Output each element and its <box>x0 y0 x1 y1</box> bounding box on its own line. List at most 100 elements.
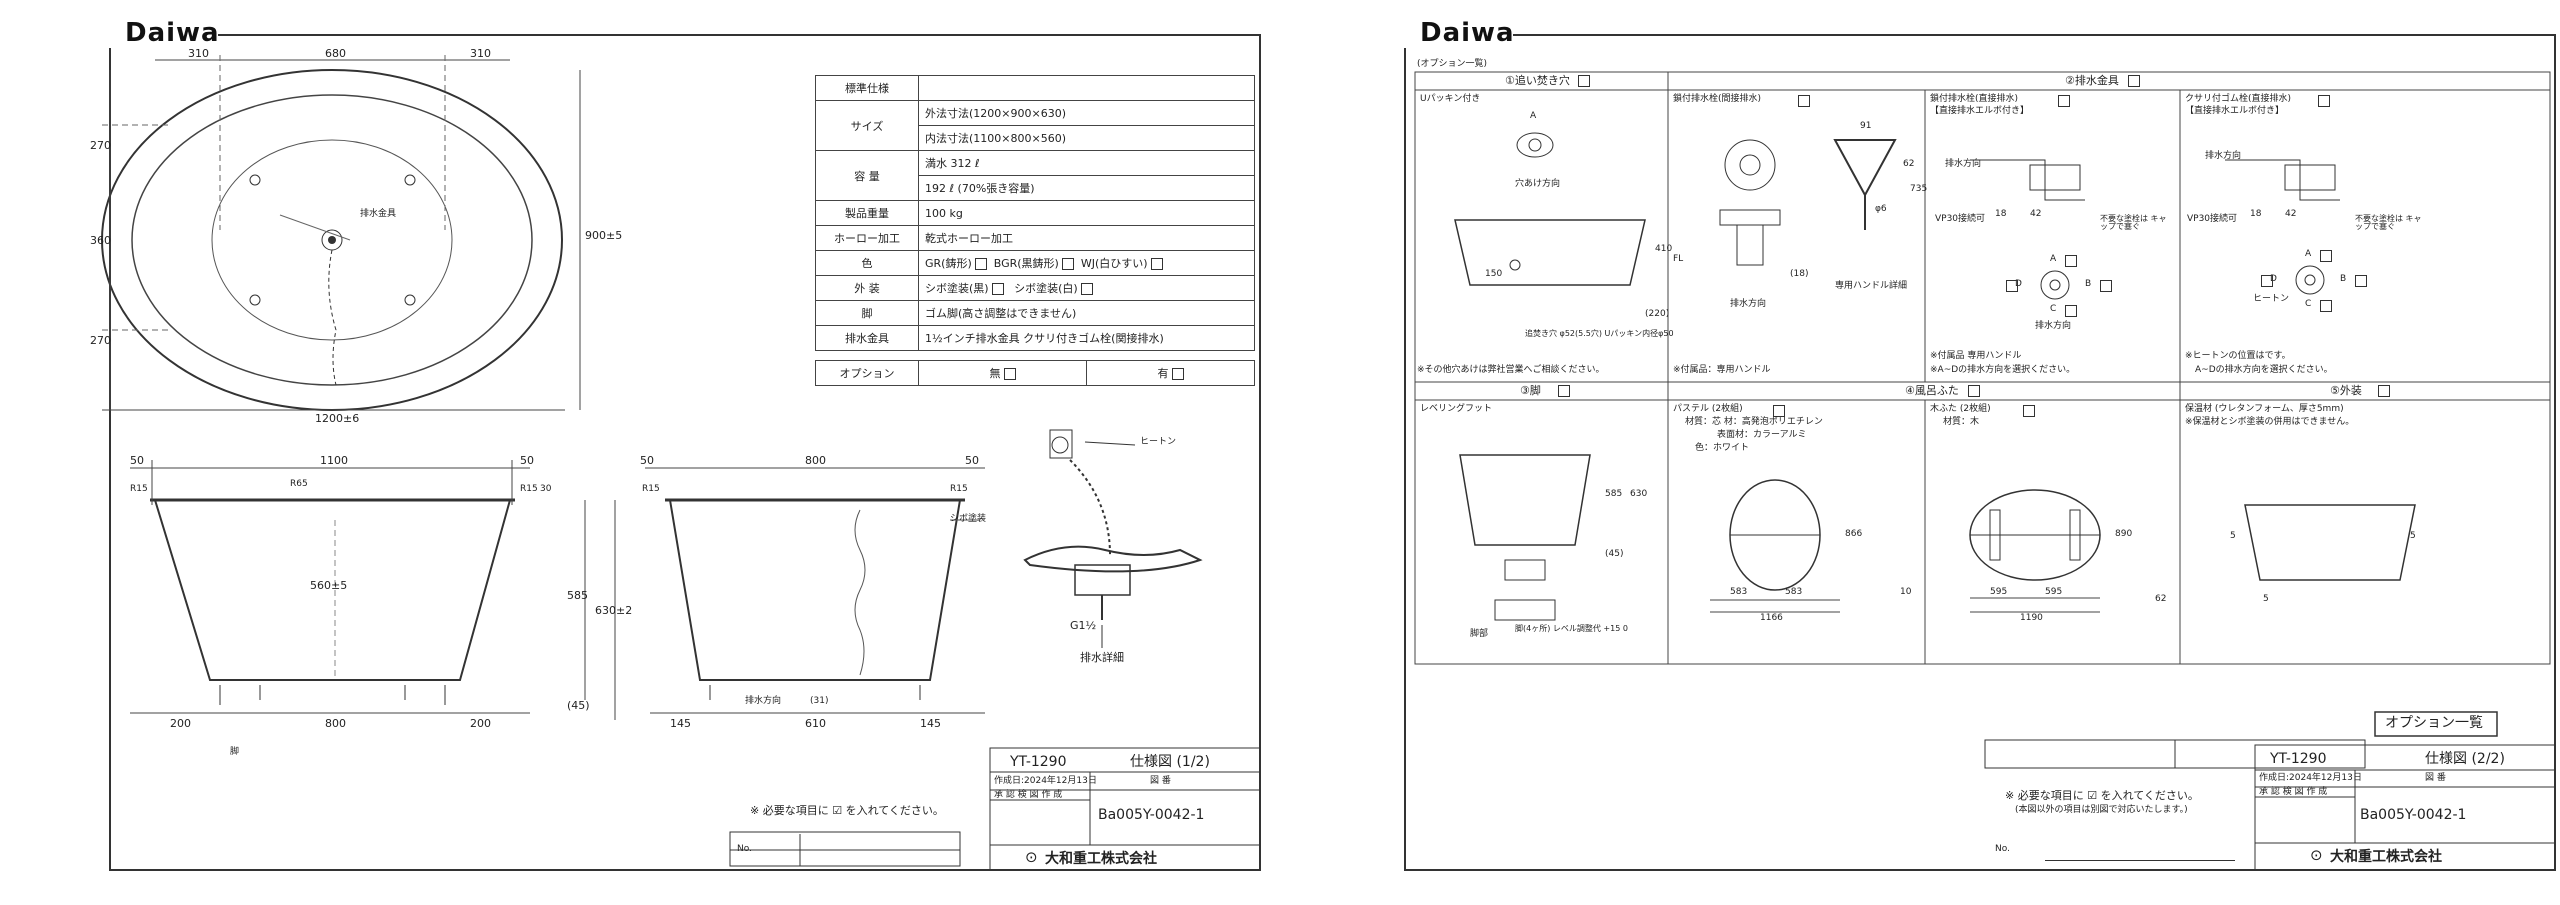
pastel-dim-866: 866 <box>1845 529 1863 539</box>
c2c-sub: 【直接排水エルボ付き】 <box>2185 106 2285 116</box>
insulation-note: ※保温材とシボ塗装の併用はできません。 <box>2185 417 2355 427</box>
approval-header-2: 承 認 検 図 作 成 <box>2259 787 2328 797</box>
dim-right: 900±5 <box>585 229 623 242</box>
spec-header: 標準仕様 <box>815 75 919 101</box>
dim-bottom: 1200±6 <box>315 412 360 425</box>
dim-top-right: 310 <box>470 47 491 60</box>
option-yes-checkbox[interactable] <box>1171 368 1184 380</box>
c2a-handle-label: 専用ハンドル詳細 <box>1835 281 1908 291</box>
enamel-value: 乾式ホーロー加工 <box>918 225 1255 251</box>
option-yes: 有 <box>1157 367 1169 380</box>
pastel-dim-583b: 583 <box>1785 587 1803 597</box>
leg-checkbox[interactable] <box>1558 385 1570 397</box>
inner-size: 内法寸法(1100×800×560) <box>918 125 1255 151</box>
g1-label: G1½ <box>1070 619 1097 632</box>
model-number: YT-1290 <box>1010 754 1067 770</box>
c2a-checkbox[interactable] <box>1798 95 1810 107</box>
no-input[interactable] <box>802 834 958 864</box>
color-gr-checkbox[interactable] <box>974 258 987 270</box>
c2c-b-checkbox[interactable] <box>2355 275 2367 287</box>
leg-dim-45: (45) <box>1605 549 1624 559</box>
creation-date: 作成日:2024年12月13日 <box>994 776 1097 786</box>
check-note-2: ※ 必要な項目に ☑ を入れてください。 <box>2005 789 2199 802</box>
c2c-checkbox[interactable] <box>2318 95 2330 107</box>
sec1-dim-585: 585 <box>567 589 588 602</box>
reheat-hole-checkbox[interactable] <box>1578 75 1590 87</box>
dim-left-1: 270 <box>90 139 111 152</box>
exterior-black-checkbox[interactable] <box>991 283 1004 295</box>
color-bgr-checkbox[interactable] <box>1061 258 1074 270</box>
option-list-title: (オプション一覧) <box>1417 59 1488 69</box>
sec1-dim-630: 630±2 <box>595 604 633 617</box>
drawing-number: Ba005Y-0042-1 <box>1098 807 1205 823</box>
sec2-r15a: R15 <box>642 484 660 494</box>
wood-dim-890: 890 <box>2115 529 2133 539</box>
company-seal-icon: ⊙ <box>1025 848 1038 866</box>
spec-table: 標準仕様 サイズ外法寸法(1200×900×630) 内法寸法(1100×800… <box>815 75 1255 351</box>
color-wj-checkbox[interactable] <box>1150 258 1163 270</box>
weight-value: 100 kg <box>918 200 1255 226</box>
sec1-bot-800: 800 <box>325 717 346 730</box>
u-packing-label: Uパッキン付き <box>1420 94 1481 104</box>
c2b-d-checkbox[interactable] <box>2006 280 2018 292</box>
drain-direction: 排水方向 <box>745 696 782 706</box>
leg-value: ゴム脚(高さ調整はできません) <box>918 300 1255 326</box>
header-leg: ③脚 <box>1520 384 1541 397</box>
capacity-label: 容 量 <box>815 150 919 201</box>
c2b-a-checkbox[interactable] <box>2065 255 2077 267</box>
daiwa-logo-2: Daiwa <box>1420 18 1515 48</box>
drain-fitting-checkbox[interactable] <box>2128 75 2140 87</box>
drain-label: 排水金具 <box>360 209 397 219</box>
company-name-2: 大和重工株式会社 <box>2330 849 2442 865</box>
pastel-checkbox[interactable] <box>1773 405 1785 417</box>
figure-no-label: 図 番 <box>1150 776 1171 786</box>
approval-header: 承 認 検 図 作 成 <box>994 790 1063 800</box>
sec1-r15b: R15 <box>520 484 538 494</box>
dim-left-3: 270 <box>90 334 111 347</box>
wood-dim-595b: 595 <box>2045 587 2063 597</box>
leg-dim-585: 585 <box>1605 489 1623 499</box>
insul-dim-5c: 5 <box>2263 594 2269 604</box>
header-reheat-hole: ①追い焚き穴 <box>1505 74 1570 87</box>
exterior-checkbox[interactable] <box>2378 385 2390 397</box>
c2b-c-checkbox[interactable] <box>2065 305 2077 317</box>
size-label: サイズ <box>815 100 919 151</box>
c2b-note1: ※付属品 専用ハンドル <box>1930 351 2022 361</box>
sec1-dim-50a: 50 <box>130 454 144 467</box>
no-label-2: No. <box>1995 844 2010 854</box>
pastel-material: 材質：芯 材：高発泡ポリエチレン <box>1685 417 1823 427</box>
c2c-d: D <box>2270 274 2277 284</box>
option-none: 無 <box>989 367 1001 380</box>
wood-dim-1190: 1190 <box>2020 613 2043 623</box>
check-note: ※ 必要な項目に ☑ を入れてください。 <box>750 804 944 817</box>
bath-cover-checkbox[interactable] <box>1968 385 1980 397</box>
dim-top-mid: 680 <box>325 47 346 60</box>
pastel-color: 色：ホワイト <box>1695 443 1750 453</box>
c2b-dim-18: 18 <box>1995 209 2007 219</box>
capacity-full: 満水 312 ℓ <box>918 150 1255 176</box>
sec2-r15b: R15 <box>950 484 968 494</box>
exterior-white-checkbox[interactable] <box>1080 283 1093 295</box>
header-bath-cover: ④風呂ふた <box>1905 384 1959 397</box>
c1-hole-note: 追焚き穴 φ52(5.5穴) Uパッキン内径φ50 <box>1525 329 1674 338</box>
capacity-70: 192 ℓ (70%張き容量) <box>918 175 1255 201</box>
no-input-2[interactable] <box>2045 830 2235 861</box>
figure-no-label-2: 図 番 <box>2425 773 2446 783</box>
drawing-sheet-1: Daiwa 310 680 310 270 360 270 900±5 1200… <box>70 0 1265 905</box>
c2b-checkbox[interactable] <box>2058 95 2070 107</box>
option-none-checkbox[interactable] <box>1003 368 1016 380</box>
wood-checkbox[interactable] <box>2023 405 2035 417</box>
drain-detail-label: 排水詳細 <box>1080 651 1124 664</box>
c2c-c-checkbox[interactable] <box>2320 300 2332 312</box>
c2c-dim-42: 42 <box>2285 209 2297 219</box>
c2c-vp: VP30接続可 <box>2187 214 2238 224</box>
c2c-a-checkbox[interactable] <box>2320 250 2332 262</box>
c2c-c: C <box>2305 299 2312 309</box>
c2b-b-checkbox[interactable] <box>2100 280 2112 292</box>
c2c-d-checkbox[interactable] <box>2261 275 2273 287</box>
leg-note: 脚(4ヶ所) レベル調整代 +15 0 <box>1515 624 1628 633</box>
c2c-note2: A~Dの排水方向を選択ください。 <box>2195 365 2333 375</box>
c2a-fl: FL <box>1673 254 1684 264</box>
sheet-title-2: 仕様図 (2/2) <box>2425 751 2505 767</box>
sec1-dim-50b: 50 <box>520 454 534 467</box>
